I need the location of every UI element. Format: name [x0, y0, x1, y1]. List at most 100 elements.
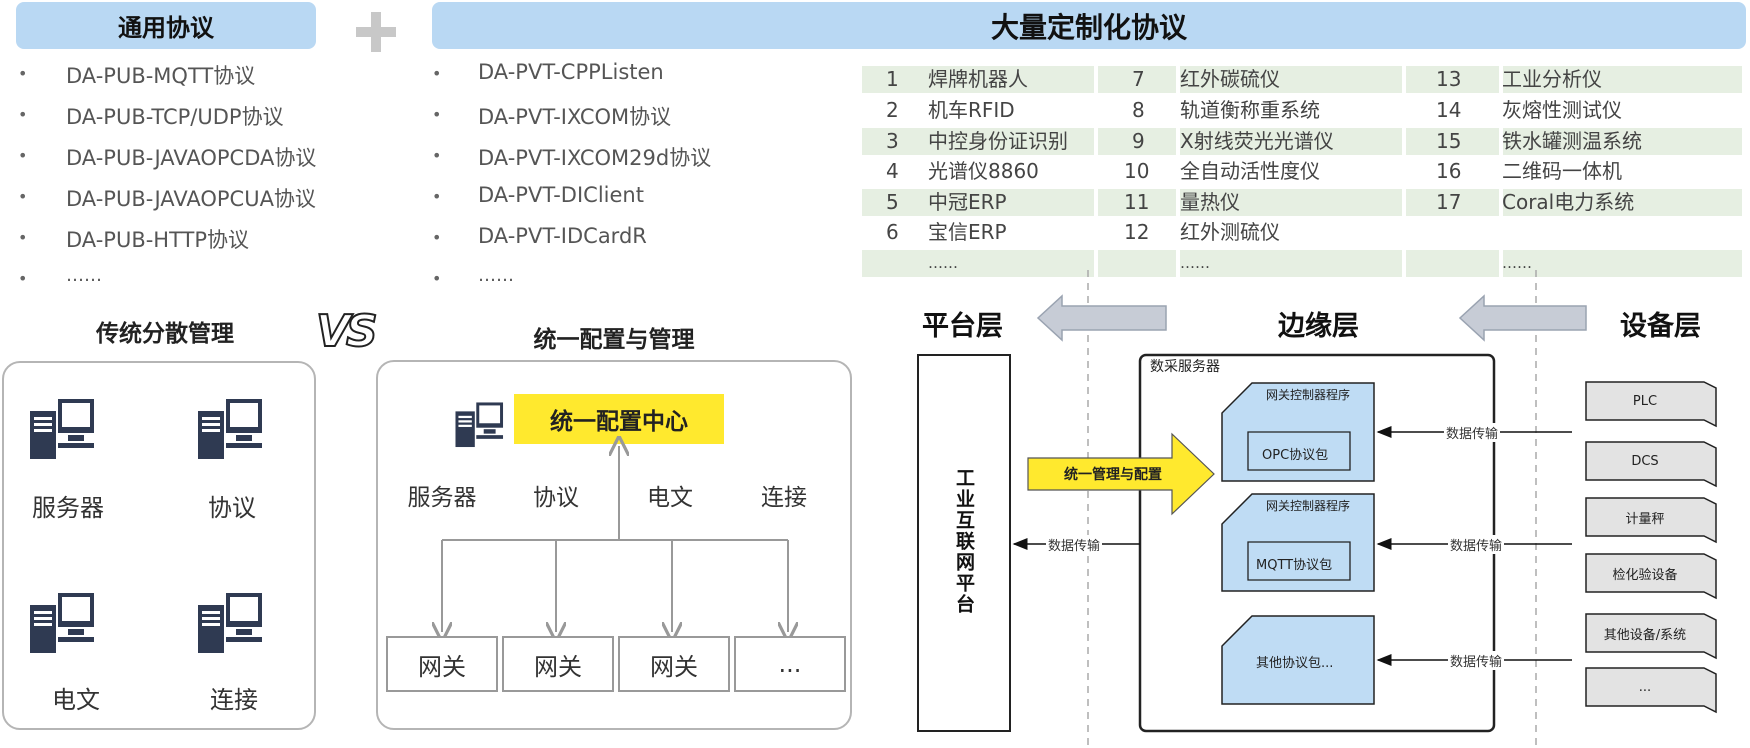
table-cell: 16	[1436, 159, 1462, 183]
vs-label: VS	[315, 305, 379, 358]
common-protocol-header: 通用协议	[16, 2, 316, 49]
gateway-box: 网关	[618, 636, 730, 692]
table-cell: 9	[1132, 129, 1145, 153]
device-plc: PLC	[1632, 393, 1658, 409]
list-item: DA-PVT-CPPListen	[478, 60, 664, 84]
server-icon	[28, 587, 98, 657]
unified-title: 统一配置与管理	[533, 327, 695, 353]
package-label: MQTT协议包	[1256, 558, 1333, 573]
table-cell: 铁水罐测温系统	[1502, 129, 1642, 153]
table-row: 1 焊牌机器人 7 红外碳硫仪 13 工业分析仪	[862, 66, 1742, 93]
device-dcs: DCS	[1631, 453, 1659, 469]
package-label: 其他协议包...	[1256, 656, 1334, 671]
table-cell: 17	[1436, 190, 1462, 214]
table-row: 4 光谱仪8860 10 全自动活性度仪 16 二维码一体机	[862, 158, 1742, 185]
device-other-systems: 其他设备/系统	[1603, 627, 1687, 643]
table-row: …… …… ……	[862, 250, 1742, 277]
bullet: •	[432, 228, 442, 247]
data-transfer-label: 数据传输	[1046, 535, 1103, 554]
table-cell: 7	[1132, 67, 1145, 91]
manage-arrow-label: 统一管理与配置	[1064, 467, 1162, 483]
traditional-title: 传统分散管理	[96, 321, 234, 347]
table-cell: 轨道衡称重系统	[1180, 98, 1320, 122]
table-cell: 工业分析仪	[1502, 67, 1602, 91]
config-tree-connectors	[376, 430, 848, 640]
list-item: DA-PUB-JAVAOPCUA协议	[66, 187, 316, 211]
table-cell: 1	[886, 67, 899, 91]
bullet: •	[18, 105, 28, 124]
table-cell: 灰熔性测试仪	[1502, 98, 1622, 122]
bullet: •	[432, 146, 442, 165]
package-label: OPC协议包	[1262, 448, 1329, 463]
data-transfer-label: 数据传输	[1448, 651, 1505, 670]
table-row: 3 中控身份证识别 9 X射线荧光光谱仪 15 铁水罐测温系统	[862, 128, 1742, 155]
bullet: •	[432, 269, 442, 288]
unified-label: 服务器	[407, 485, 477, 511]
table-cell: 4	[886, 159, 899, 183]
bullet: •	[18, 187, 28, 206]
server-box-title: 数采服务器	[1150, 359, 1220, 375]
table-cell: 中冠ERP	[928, 190, 1007, 214]
table-cell: 量热仪	[1180, 190, 1240, 214]
server-icon	[454, 398, 506, 450]
table-cell: ……	[1180, 254, 1210, 272]
list-item: DA-PVT-IXCOM协议	[478, 105, 672, 129]
table-row: 6 宝信ERP 12 红外测硫仪	[862, 219, 1742, 246]
traditional-label: 电文	[52, 686, 100, 714]
table-cell: 11	[1124, 190, 1150, 214]
device-more: ...	[1638, 679, 1652, 695]
table-cell: 全自动活性度仪	[1180, 159, 1320, 183]
list-item: DA-PUB-JAVAOPCDA协议	[66, 146, 317, 170]
table-cell: 12	[1124, 220, 1150, 244]
table-cell: 2	[886, 98, 899, 122]
table-cell: 二维码一体机	[1502, 159, 1622, 183]
table-cell: 14	[1436, 98, 1462, 122]
table-cell: 10	[1124, 159, 1150, 183]
server-icon	[28, 393, 98, 463]
device-scale: 计量秤	[1625, 511, 1665, 527]
traditional-label: 连接	[210, 686, 258, 714]
list-item: DA-PUB-HTTP协议	[66, 228, 250, 252]
gateway-program-label: 网关控制器程序	[1266, 499, 1351, 513]
list-item: DA-PVT-IXCOM29d协议	[478, 146, 712, 170]
table-cell: 13	[1436, 67, 1462, 91]
table-cell: 15	[1436, 129, 1462, 153]
config-center-box: 统一配置中心	[514, 394, 724, 444]
table-cell: 焊牌机器人	[928, 67, 1028, 91]
unified-panel	[376, 360, 852, 730]
custom-protocol-header: 大量定制化协议	[432, 2, 1746, 49]
traditional-panel	[2, 361, 316, 730]
platform-box-label: 工业互联网平台	[953, 468, 975, 615]
table-cell: 宝信ERP	[928, 220, 1007, 244]
table-cell: 8	[1132, 98, 1145, 122]
bullet: •	[432, 187, 442, 206]
table-cell: 6	[886, 220, 899, 244]
table-row: 5 中冠ERP 11 量热仪 17 Coral电力系统	[862, 189, 1742, 216]
data-transfer-label: 数据传输	[1444, 423, 1501, 442]
table-cell: ……	[1502, 254, 1532, 272]
unified-label: 连接	[761, 485, 807, 511]
bullet: •	[432, 64, 442, 83]
table-cell: 红外测硫仪	[1180, 220, 1280, 244]
list-item: ……	[66, 265, 102, 286]
table-cell: ……	[928, 254, 958, 272]
traditional-label: 服务器	[32, 494, 104, 522]
table-cell: Coral电力系统	[1502, 190, 1635, 214]
server-icon	[196, 587, 266, 657]
list-item: DA-PUB-TCP/UDP协议	[66, 105, 284, 129]
list-item: DA-PVT-DIClient	[478, 183, 644, 207]
gateway-program-label: 网关控制器程序	[1266, 388, 1351, 402]
plus-icon	[356, 12, 396, 52]
unified-label: 电文	[647, 485, 693, 511]
device-layer-label: 设备层	[1620, 311, 1701, 342]
table-cell: 光谱仪8860	[928, 159, 1039, 183]
table-cell: 中控身份证识别	[928, 129, 1068, 153]
table-cell: 红外碳硫仪	[1180, 67, 1280, 91]
gateway-box: ...	[734, 636, 846, 692]
table-cell: 3	[886, 129, 899, 153]
device-lab-equipment: 检化验设备	[1612, 567, 1678, 583]
list-item: DA-PVT-IDCardR	[478, 224, 647, 248]
gateway-box: 网关	[502, 636, 614, 692]
bullet: •	[18, 146, 28, 165]
